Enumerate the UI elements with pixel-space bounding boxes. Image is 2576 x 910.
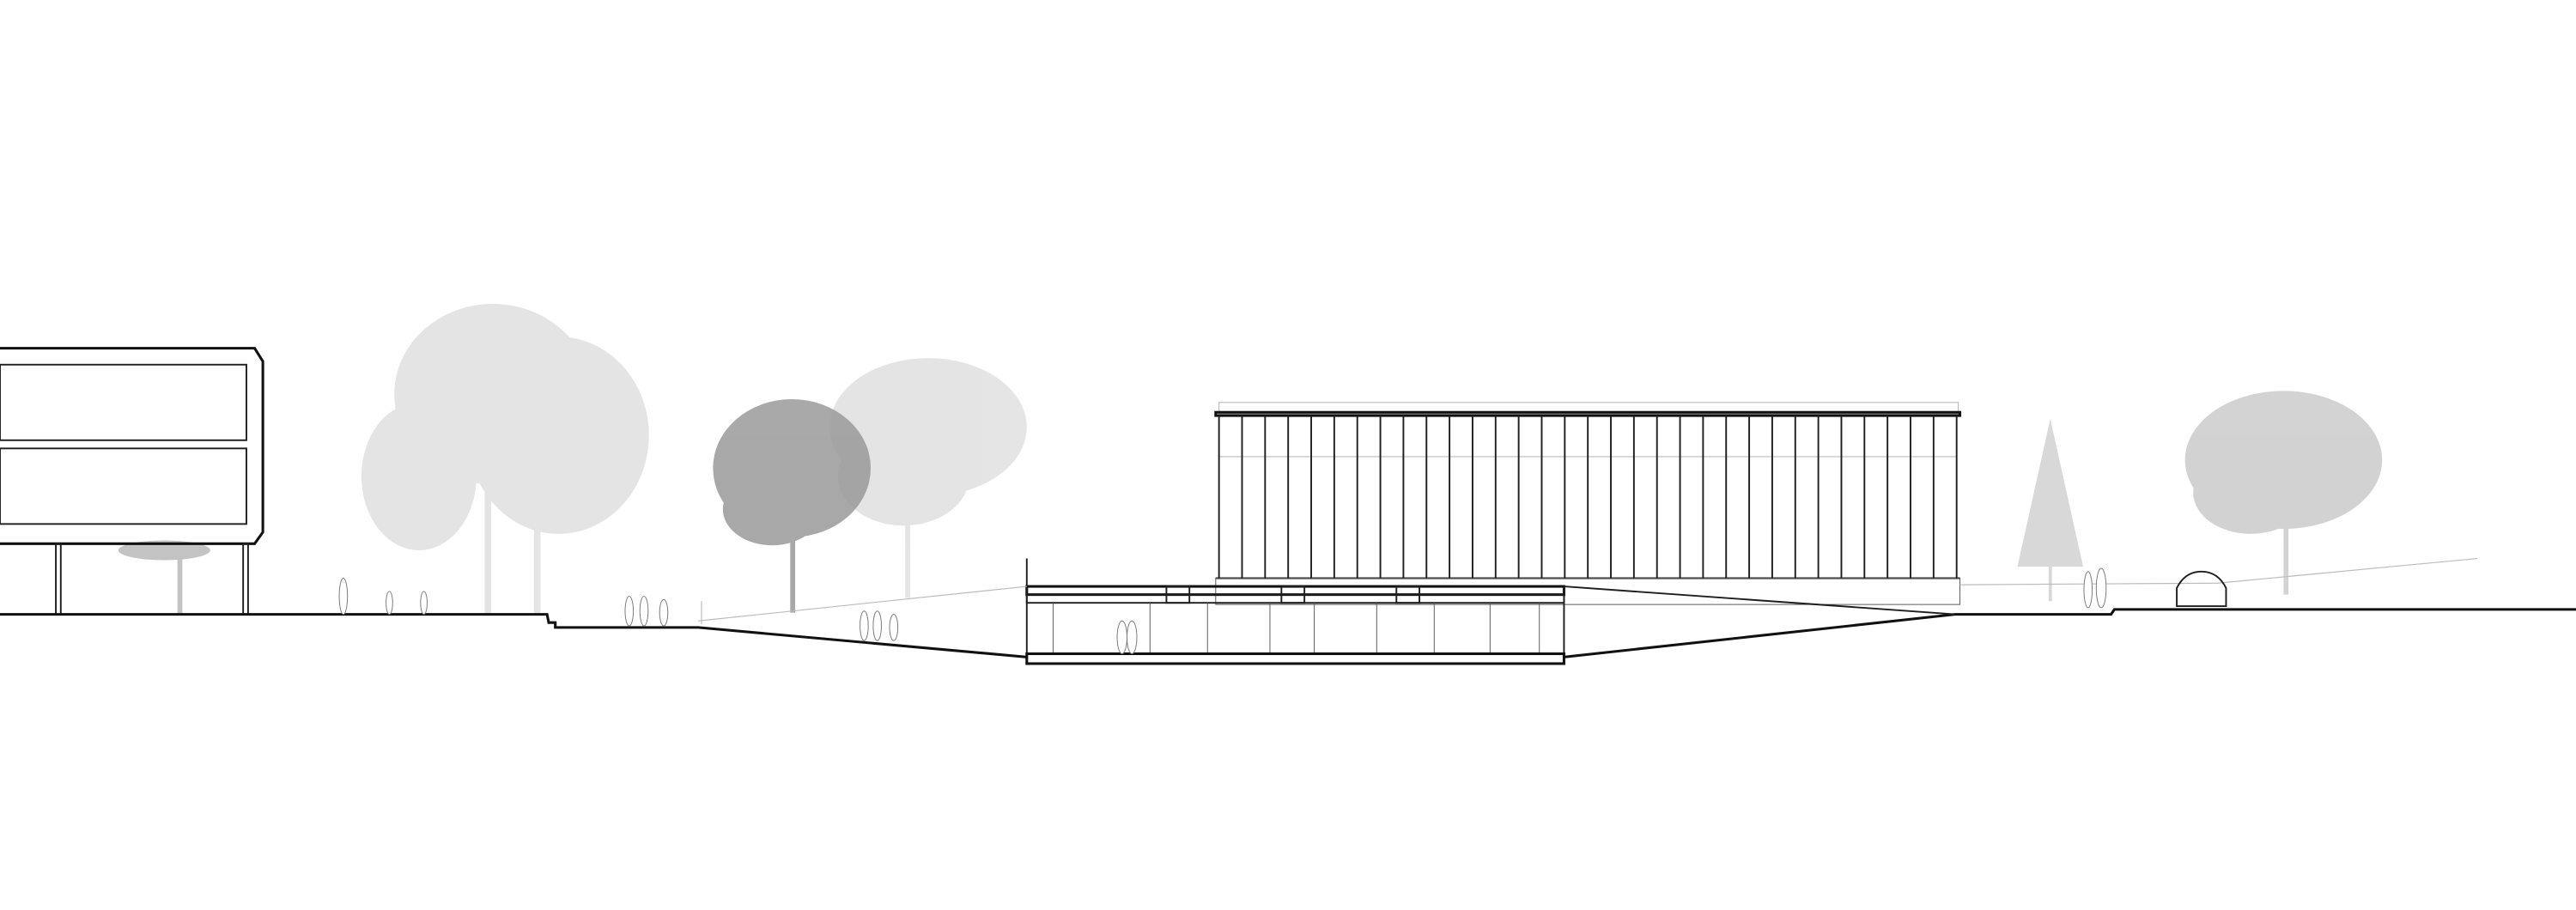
tree-behind-building xyxy=(118,540,210,615)
ground-line xyxy=(0,557,2576,658)
facade-mullions xyxy=(1218,416,1958,579)
left-building xyxy=(0,347,264,616)
car xyxy=(2176,570,2227,607)
tree-right xyxy=(2184,391,2383,595)
interior-columns xyxy=(1052,603,1540,654)
tree-dark xyxy=(713,398,872,613)
main-building xyxy=(1214,402,1962,605)
lower-building xyxy=(1025,558,1565,665)
tree-faint-large xyxy=(361,303,649,615)
tree-conifer xyxy=(2017,418,2084,602)
tree-faint-mid xyxy=(829,358,1027,598)
people-figures xyxy=(338,567,2107,654)
